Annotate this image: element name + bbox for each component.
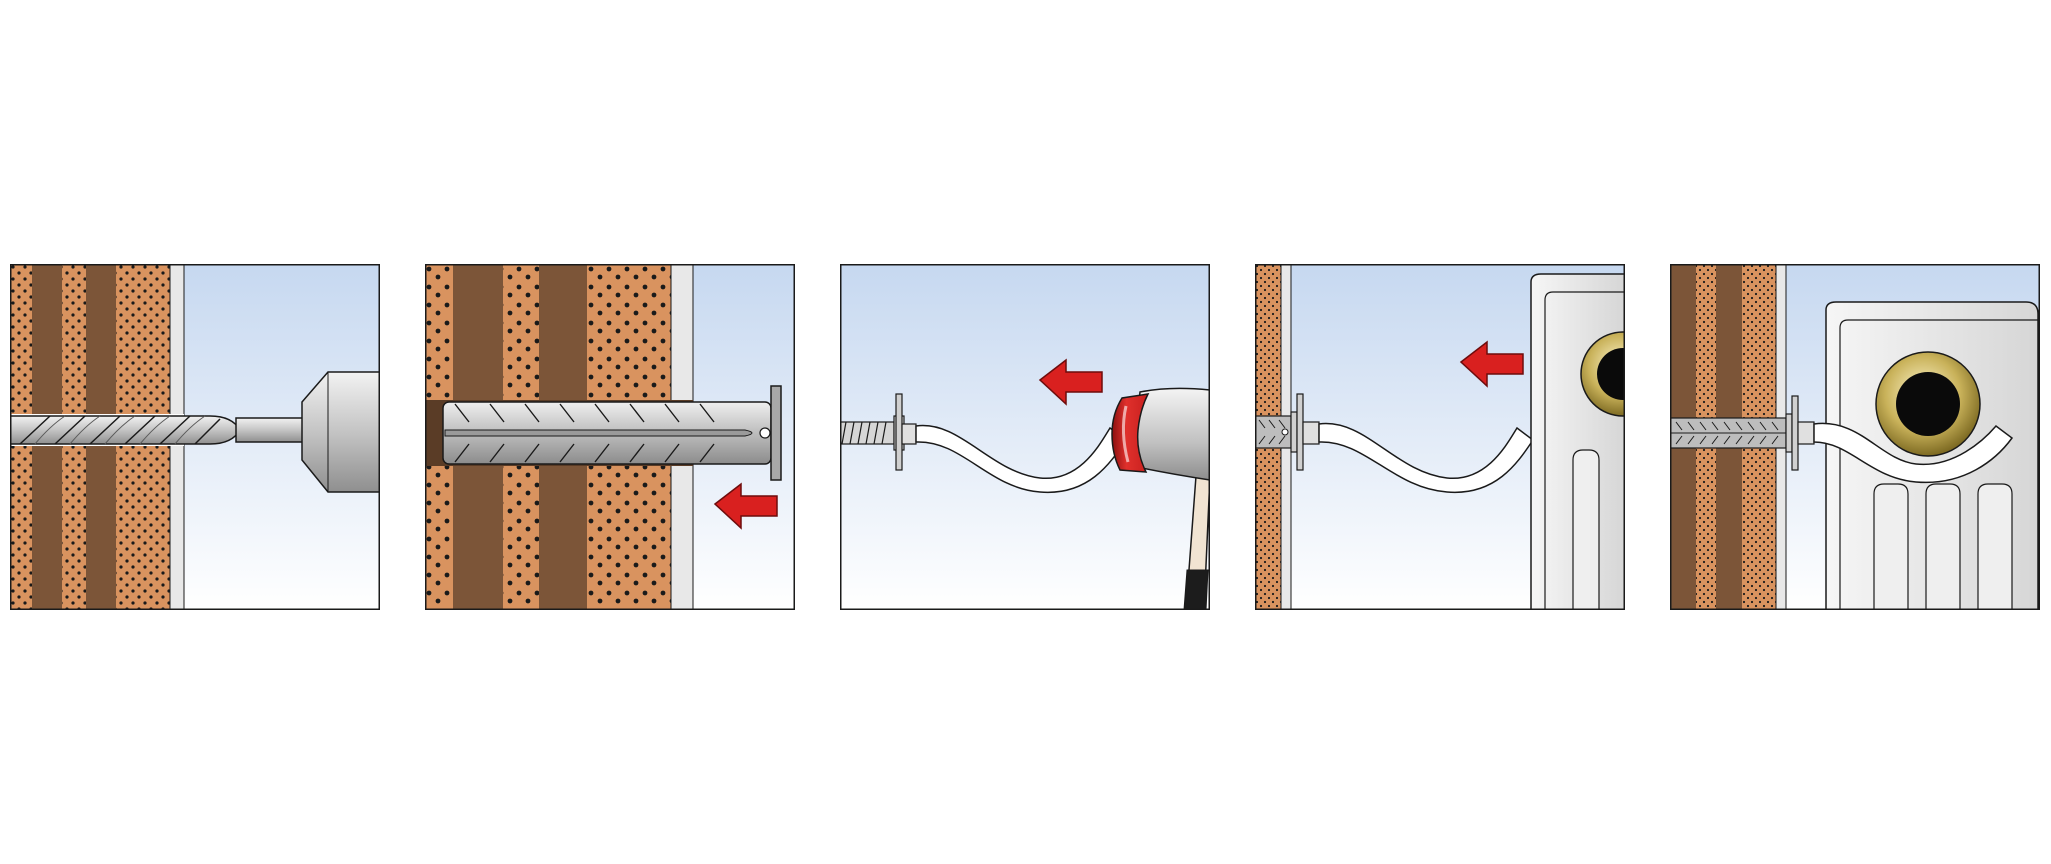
panel-frame [1670, 264, 2040, 610]
hook-screw [1296, 393, 1320, 471]
step-5-hung-panel [1670, 264, 2040, 610]
bent-hook-wire [1813, 422, 2014, 484]
step-5-drawing [1670, 264, 2040, 610]
push-arrow-icon [713, 482, 778, 530]
wall-plug [442, 385, 782, 481]
step-2-drawing [425, 264, 795, 610]
drill-bit [10, 415, 317, 445]
step-3-hammer-panel [840, 264, 1210, 610]
panel-frame [10, 264, 380, 610]
direction-arrow-icon [1459, 340, 1524, 388]
panel-frame [425, 264, 795, 610]
step-4-mount-panel [1255, 264, 1625, 610]
radiator [1825, 301, 2039, 610]
radiator [1530, 273, 1625, 610]
direction-arrow-icon [1038, 358, 1103, 406]
hammer-icon [1111, 387, 1210, 610]
step-1-drill-panel [10, 264, 380, 610]
panel-frame [840, 264, 1210, 610]
step-3-drawing [840, 264, 1210, 610]
installed-plug [1255, 411, 1298, 453]
hook-screw [1791, 395, 1815, 471]
step-1-drawing [10, 264, 380, 610]
installed-plug [1670, 413, 1793, 453]
step-4-drawing [1255, 264, 1625, 610]
panel-frame [1255, 264, 1625, 610]
drill-chuck [301, 371, 380, 493]
step-2-plug-panel [425, 264, 795, 610]
